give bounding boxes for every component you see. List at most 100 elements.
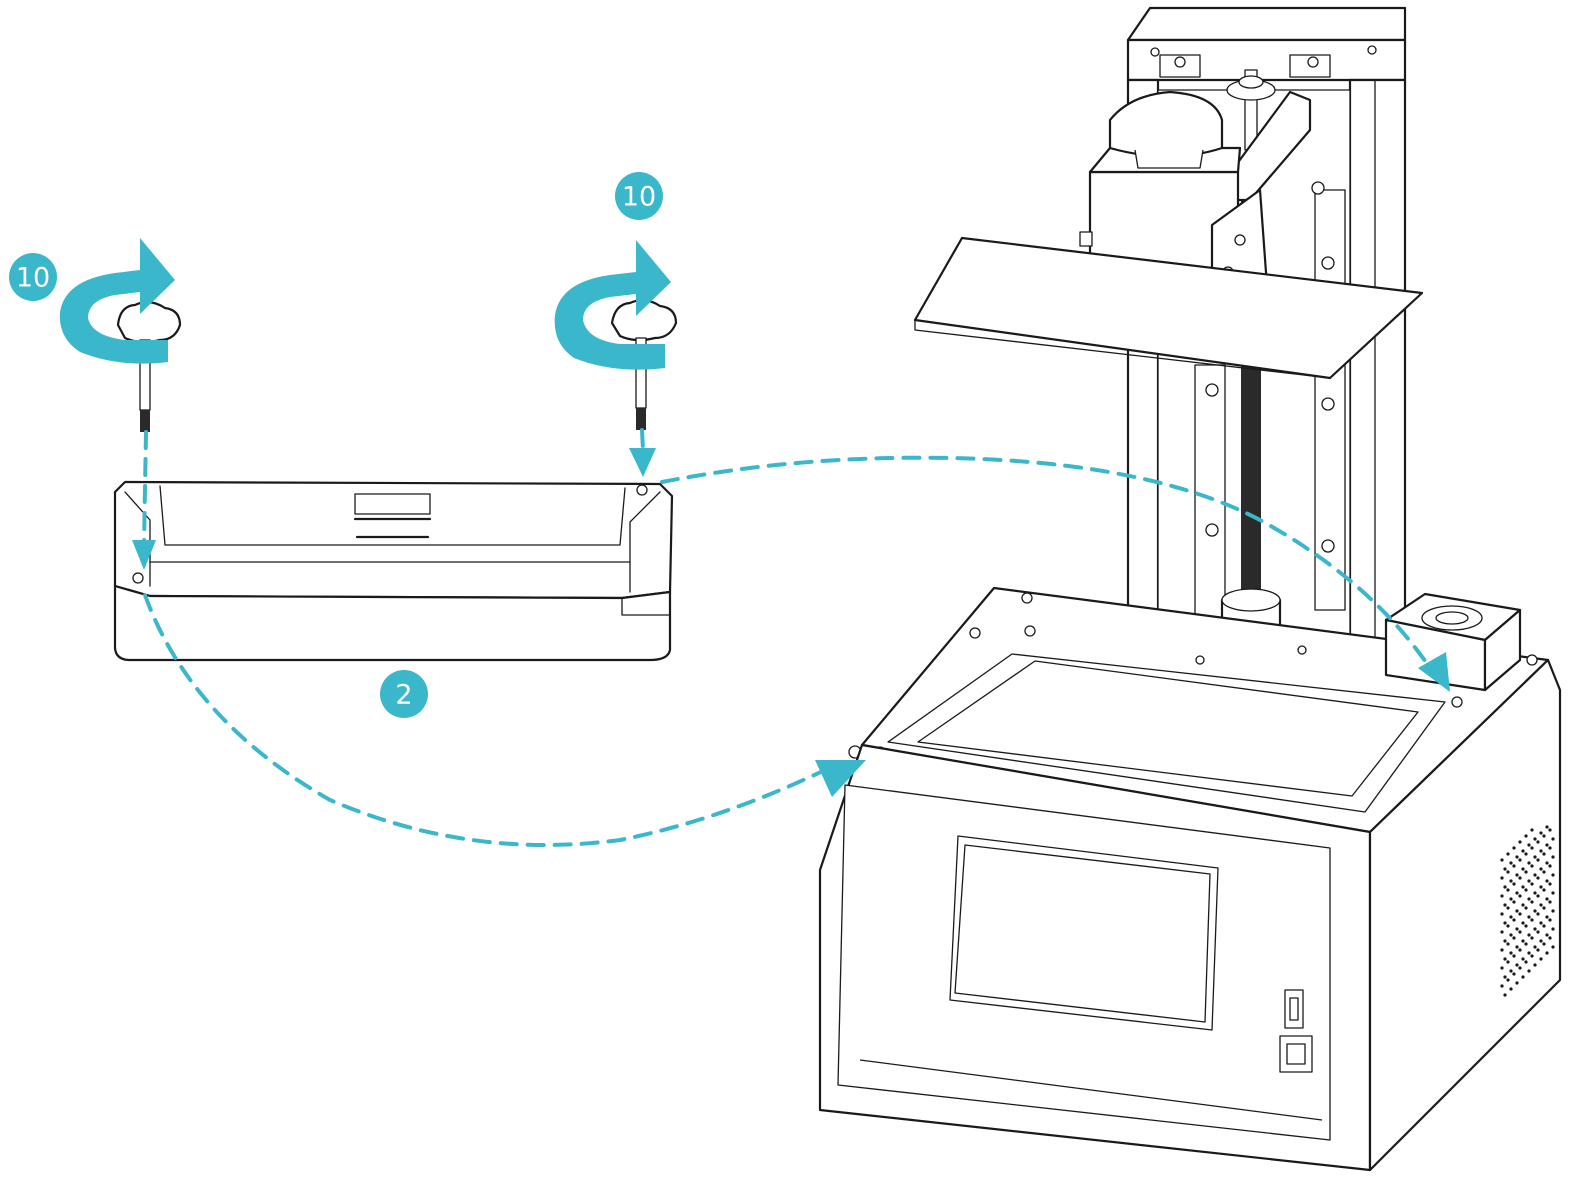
vent-hole (1509, 915, 1513, 919)
right-thumb-screw (610, 299, 678, 430)
vent-hole (1512, 954, 1516, 958)
vent-hole (1536, 912, 1540, 916)
vent-hole (1500, 912, 1504, 916)
vent-hole (1533, 927, 1537, 931)
vent-hole (1503, 939, 1507, 943)
vent-hole (1500, 930, 1504, 934)
vent-hole (1548, 900, 1552, 904)
vent-hole (1518, 912, 1522, 916)
vent-hole (1512, 918, 1516, 922)
vent-hole (1539, 867, 1543, 871)
vent-hole (1536, 858, 1540, 862)
vent-hole (1512, 846, 1516, 850)
step-badge-vat-label: 2 (395, 680, 412, 711)
vent-hole (1545, 951, 1549, 955)
vent-hole (1527, 861, 1531, 865)
resin-printer (818, 6, 1562, 1172)
vent-hole (1536, 948, 1540, 952)
vent-hole (1524, 870, 1528, 874)
vent-hole (1527, 933, 1531, 937)
vent-hole (1521, 903, 1525, 907)
vent-hole (1542, 924, 1546, 928)
vent-hole (1518, 966, 1522, 970)
step-badge-right: 10 (615, 172, 663, 220)
vent-hole (1533, 909, 1537, 913)
left-thumb-screw (116, 301, 182, 432)
vent-hole (1548, 864, 1552, 868)
vent-hole (1509, 951, 1513, 955)
vent-hole (1521, 849, 1525, 853)
vent-hole (1503, 903, 1507, 907)
vent-hole (1521, 867, 1525, 871)
vent-hole (1551, 891, 1555, 895)
vent-hole (1539, 957, 1543, 961)
vent-hole (1527, 969, 1531, 973)
vent-hole (1515, 963, 1519, 967)
vent-hole (1500, 984, 1504, 988)
vent-hole (1521, 921, 1525, 925)
vent-hole (1518, 858, 1522, 862)
vent-hole (1506, 924, 1510, 928)
vent-hole (1506, 888, 1510, 892)
vent-hole (1521, 975, 1525, 979)
vent-hole (1545, 915, 1549, 919)
step-badge-right-label: 10 (622, 182, 656, 213)
vent-hole (1530, 864, 1534, 868)
vent-hole (1548, 936, 1552, 940)
guide-arrows (132, 428, 1450, 847)
vent-hole (1515, 873, 1519, 877)
left-rotate-clockwise-icon (59, 238, 176, 364)
step-badge-left-label: 10 (16, 263, 50, 294)
vent-hole (1530, 828, 1534, 832)
vent-hole (1512, 900, 1516, 904)
vent-hole (1524, 960, 1528, 964)
vent-hole (1542, 888, 1546, 892)
vent-hole (1521, 957, 1525, 961)
vent-hole (1536, 930, 1540, 934)
vent-hole (1521, 885, 1525, 889)
vent-hole (1512, 936, 1516, 940)
vent-hole (1512, 864, 1516, 868)
vent-hole (1509, 861, 1513, 865)
vent-hole (1515, 855, 1519, 859)
vent-hole (1542, 942, 1546, 946)
vent-hole (1536, 840, 1540, 844)
vent-hole (1548, 882, 1552, 886)
vent-hole (1536, 876, 1540, 880)
vent-hole (1506, 870, 1510, 874)
vent-hole (1539, 831, 1543, 835)
vent-hole (1503, 867, 1507, 871)
build-plate (913, 236, 1424, 380)
vent-hole (1509, 897, 1513, 901)
printer-base (818, 586, 1562, 1172)
vent-hole (1545, 861, 1549, 865)
vent-hole (1533, 837, 1537, 841)
vent-hole (1524, 888, 1528, 892)
vent-hole (1518, 840, 1522, 844)
vent-hole (1515, 891, 1519, 895)
vent-hole (1551, 873, 1555, 877)
vent-hole (1500, 858, 1504, 862)
vent-hole (1545, 879, 1549, 883)
vent-hole (1533, 891, 1537, 895)
vent-hole (1545, 933, 1549, 937)
step-badge-vat: 2 (380, 670, 428, 718)
vent-hole (1548, 846, 1552, 850)
vent-hole (1515, 945, 1519, 949)
vent-hole (1509, 987, 1513, 991)
vent-hole (1548, 918, 1552, 922)
vent-hole (1545, 897, 1549, 901)
vent-hole (1503, 885, 1507, 889)
vent-hole (1527, 951, 1531, 955)
vent-hole (1506, 960, 1510, 964)
vent-hole (1506, 852, 1510, 856)
vent-hole (1551, 837, 1555, 841)
vent-hole (1551, 855, 1555, 859)
vent-hole (1539, 885, 1543, 889)
vent-hole (1503, 975, 1507, 979)
vent-hole (1527, 915, 1531, 919)
vent-hole (1509, 879, 1513, 883)
vent-hole (1518, 876, 1522, 880)
vent-hole (1545, 825, 1549, 829)
